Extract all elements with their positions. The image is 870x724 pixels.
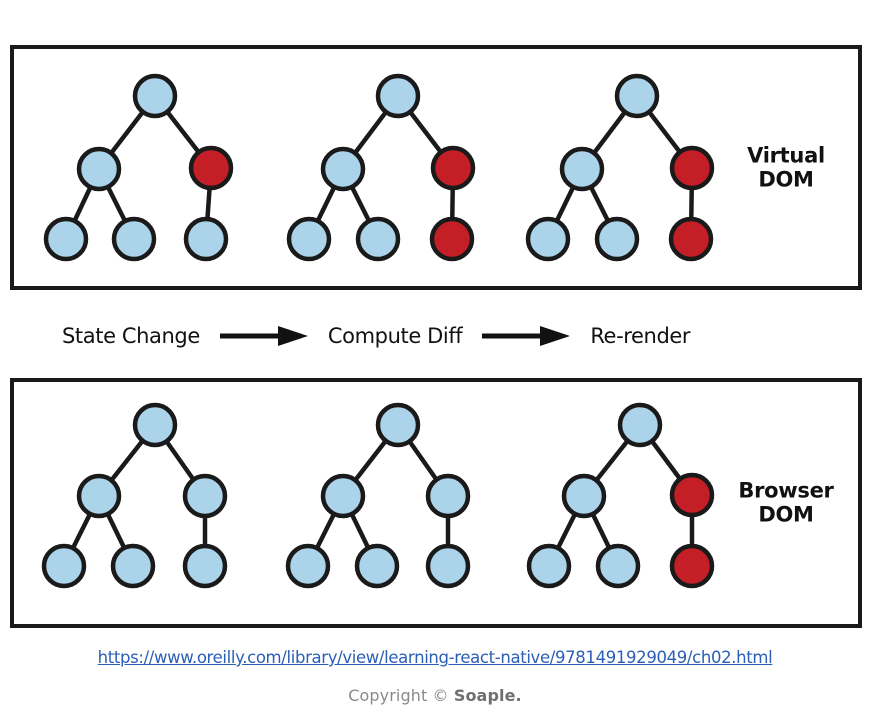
arrow-right-icon-2 xyxy=(482,326,571,346)
flow-step-compute-diff: Compute Diff xyxy=(327,324,463,348)
copyright-line: Copyright © Soaple. xyxy=(0,686,870,705)
flow-row: State Change Compute Diff Re-render xyxy=(10,296,862,376)
tree-node-blue xyxy=(110,543,156,589)
tree-node-red xyxy=(188,145,234,191)
tree-node-blue xyxy=(43,216,89,262)
tree-vdom-tree-2 xyxy=(286,73,476,262)
tree-vdom-tree-1 xyxy=(43,73,234,262)
tree-node-blue xyxy=(526,543,572,589)
virtual-dom-label: Virtual DOM xyxy=(747,143,825,192)
flow-step-re-render: Re-render xyxy=(590,324,691,348)
tree-node-red xyxy=(668,216,714,262)
tree-node-blue xyxy=(111,216,157,262)
tree-node-blue xyxy=(76,473,122,519)
tree-bdom-tree-3 xyxy=(526,402,715,589)
tree-node-blue xyxy=(525,216,571,262)
tree-node-blue xyxy=(425,543,471,589)
tree-node-blue xyxy=(182,543,228,589)
tree-node-blue xyxy=(559,146,605,192)
tree-node-blue xyxy=(355,216,401,262)
tree-node-blue xyxy=(286,216,332,262)
arrow-right-icon-1 xyxy=(219,326,308,346)
tree-node-red xyxy=(669,543,715,589)
tree-node-blue xyxy=(285,543,331,589)
browser-dom-label: Browser DOM xyxy=(738,478,834,527)
tree-bdom-tree-1 xyxy=(41,402,228,589)
tree-node-red xyxy=(429,216,475,262)
tree-node-blue xyxy=(132,402,178,448)
tree-node-blue xyxy=(617,402,663,448)
copyright-prefix: Copyright © xyxy=(348,686,454,705)
tree-node-blue xyxy=(41,543,87,589)
tree-node-blue xyxy=(76,146,122,192)
tree-node-blue xyxy=(614,73,660,119)
tree-node-red xyxy=(669,145,715,191)
tree-node-blue xyxy=(320,473,366,519)
tree-bdom-tree-2 xyxy=(285,402,471,589)
tree-node-blue xyxy=(375,402,421,448)
tree-vdom-tree-3 xyxy=(525,73,715,262)
tree-node-blue xyxy=(320,146,366,192)
tree-node-blue xyxy=(183,216,229,262)
tree-node-blue xyxy=(182,473,228,519)
tree-node-red xyxy=(430,145,476,191)
tree-node-blue xyxy=(595,543,641,589)
tree-node-blue xyxy=(375,73,421,119)
tree-node-blue xyxy=(425,473,471,519)
tree-node-blue xyxy=(354,543,400,589)
tree-node-blue xyxy=(594,216,640,262)
flow-step-state-change: State Change xyxy=(62,324,200,348)
tree-node-red xyxy=(669,472,715,518)
copyright-brand: Soaple. xyxy=(453,686,522,705)
tree-node-blue xyxy=(561,473,607,519)
tree-node-blue xyxy=(132,73,178,119)
source-url-link[interactable]: https://www.oreilly.com/library/view/lea… xyxy=(97,648,773,667)
